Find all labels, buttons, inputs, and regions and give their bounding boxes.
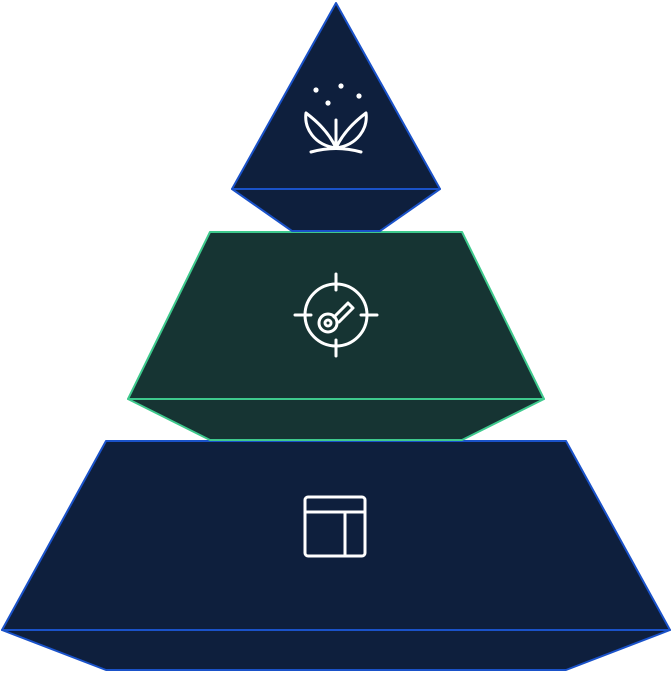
target-key-icon (293, 272, 379, 358)
pyramid-tier-middle (127, 231, 545, 441)
tier-top-front (231, 2, 441, 190)
layout-grid-icon (303, 495, 367, 558)
tier-bottom-front (1, 440, 671, 631)
sprouting-plant-icon (304, 83, 368, 154)
pyramid-tier-bottom (1, 440, 671, 671)
pyramid-tier-top (231, 2, 441, 232)
tier-middle-base (127, 398, 545, 441)
tier-bottom-base (1, 629, 671, 671)
tier-top-base (231, 188, 441, 232)
